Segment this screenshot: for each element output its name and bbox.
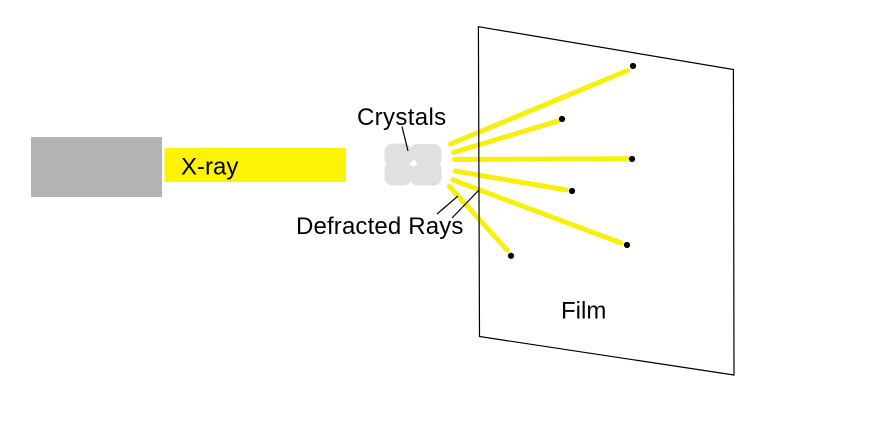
- svg-text:Defracted Rays: Defracted Rays: [296, 213, 464, 240]
- svg-text:X-ray: X-ray: [181, 154, 238, 181]
- svg-text:Film: Film: [561, 298, 606, 325]
- svg-text:Crystals: Crystals: [357, 104, 446, 131]
